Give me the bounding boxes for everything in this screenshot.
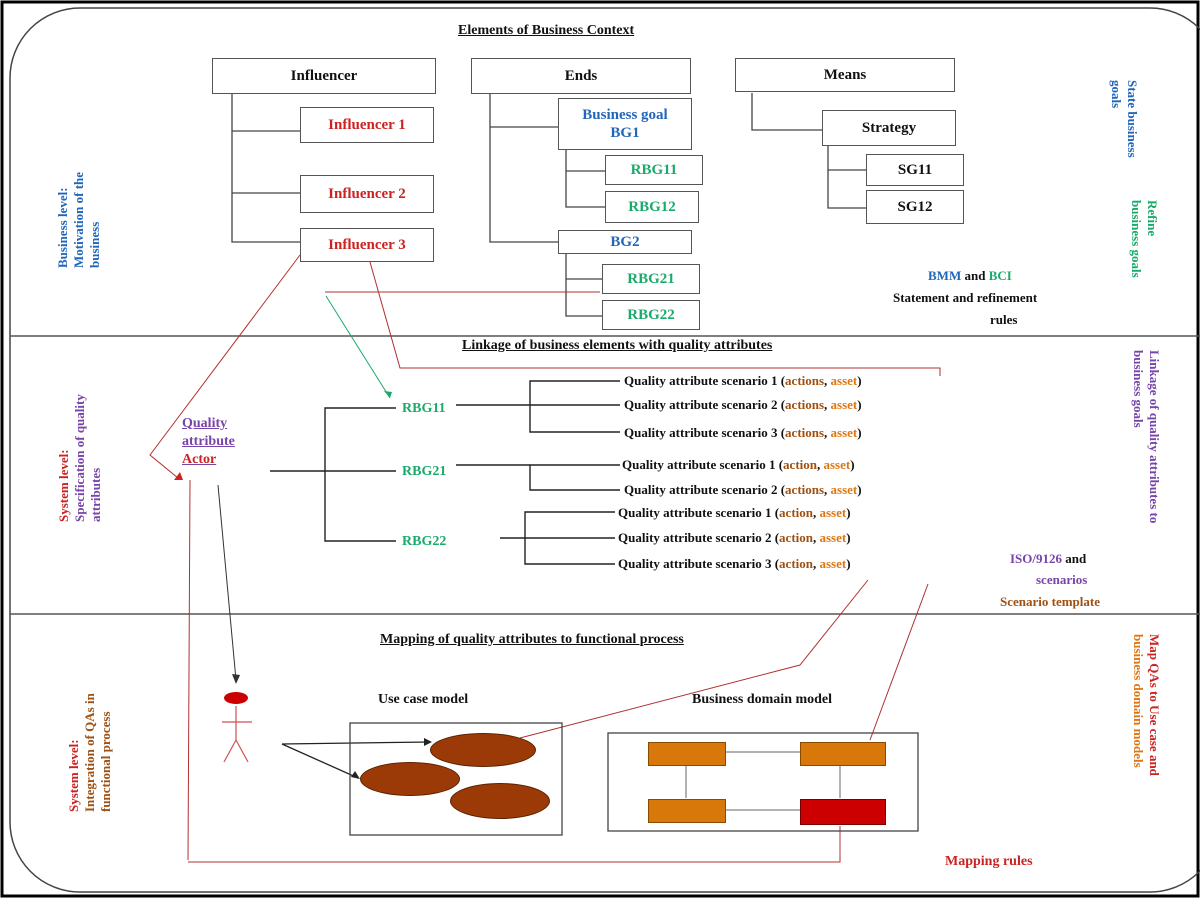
scenario-item: Quality attribute scenario 1 (action, as… bbox=[622, 457, 855, 472]
rbg22-box: RBG22 bbox=[602, 300, 700, 330]
domain-entity bbox=[648, 799, 726, 823]
sg11-box: SG11 bbox=[866, 154, 964, 186]
scenario-item: Quality attribute scenario 3 (actions, a… bbox=[624, 425, 862, 440]
bmm-bci-label: BMM and BCI bbox=[928, 268, 1012, 283]
rbg21-box: RBG21 bbox=[602, 264, 700, 294]
statement-refinement-label: Statement and refinement bbox=[893, 290, 1038, 305]
scenario-item: Quality attribute scenario 2 (action, as… bbox=[618, 530, 851, 545]
scenario-item: Quality attribute scenario 1 (action, as… bbox=[618, 505, 851, 520]
mapping-rules-label: Mapping rules bbox=[945, 854, 1033, 869]
scenario-item: Quality attribute scenario 3 (action, as… bbox=[618, 556, 851, 571]
use-case-ellipse bbox=[360, 762, 460, 796]
influencer1-box: Influencer 1 bbox=[300, 107, 434, 143]
strategy-box: Strategy bbox=[822, 110, 956, 146]
mapping-section-title: Mapping of quality attributes to functio… bbox=[380, 632, 684, 647]
use-case-model-title: Use case model bbox=[378, 692, 469, 707]
influencer2-box: Influencer 2 bbox=[300, 175, 434, 213]
business-domain-model-title: Business domain model bbox=[692, 692, 833, 707]
rbg12-box: RBG12 bbox=[605, 191, 699, 223]
means-box: Means bbox=[735, 58, 955, 92]
linkage-rbg11: RBG11 bbox=[402, 401, 446, 416]
context-section-title: Elements of Business Context bbox=[458, 23, 635, 38]
use-case-ellipse bbox=[450, 783, 550, 819]
domain-entity-highlighted bbox=[800, 799, 886, 825]
rules-label: rules bbox=[990, 312, 1018, 327]
iso-label: ISO/9126 and bbox=[1010, 551, 1087, 566]
sg12-box: SG12 bbox=[866, 190, 964, 224]
scenarios-label: scenarios bbox=[1036, 572, 1088, 587]
bg2-box: BG2 bbox=[558, 230, 692, 254]
influencer-box: Influencer bbox=[212, 58, 436, 94]
linkage-rbg21: RBG21 bbox=[402, 464, 447, 479]
use-case-ellipse bbox=[430, 733, 536, 767]
scenario-template-label: Scenario template bbox=[1000, 594, 1101, 609]
scenario-item: Quality attribute scenario 1 (actions, a… bbox=[624, 373, 862, 388]
qa-actor-label: Quality attribute Actor bbox=[182, 416, 235, 467]
rbg11-box: RBG11 bbox=[605, 155, 703, 185]
linkage-section-title: Linkage of business elements with qualit… bbox=[462, 338, 773, 353]
scenario-item: Quality attribute scenario 2 (actions, a… bbox=[624, 482, 862, 497]
influencer3-box: Influencer 3 bbox=[300, 228, 434, 262]
ends-box: Ends bbox=[471, 58, 691, 94]
domain-entity bbox=[800, 742, 886, 766]
scenario-item: Quality attribute scenario 2 (actions, a… bbox=[624, 397, 862, 412]
domain-entity bbox=[648, 742, 726, 766]
linkage-rbg22: RBG22 bbox=[402, 534, 447, 549]
